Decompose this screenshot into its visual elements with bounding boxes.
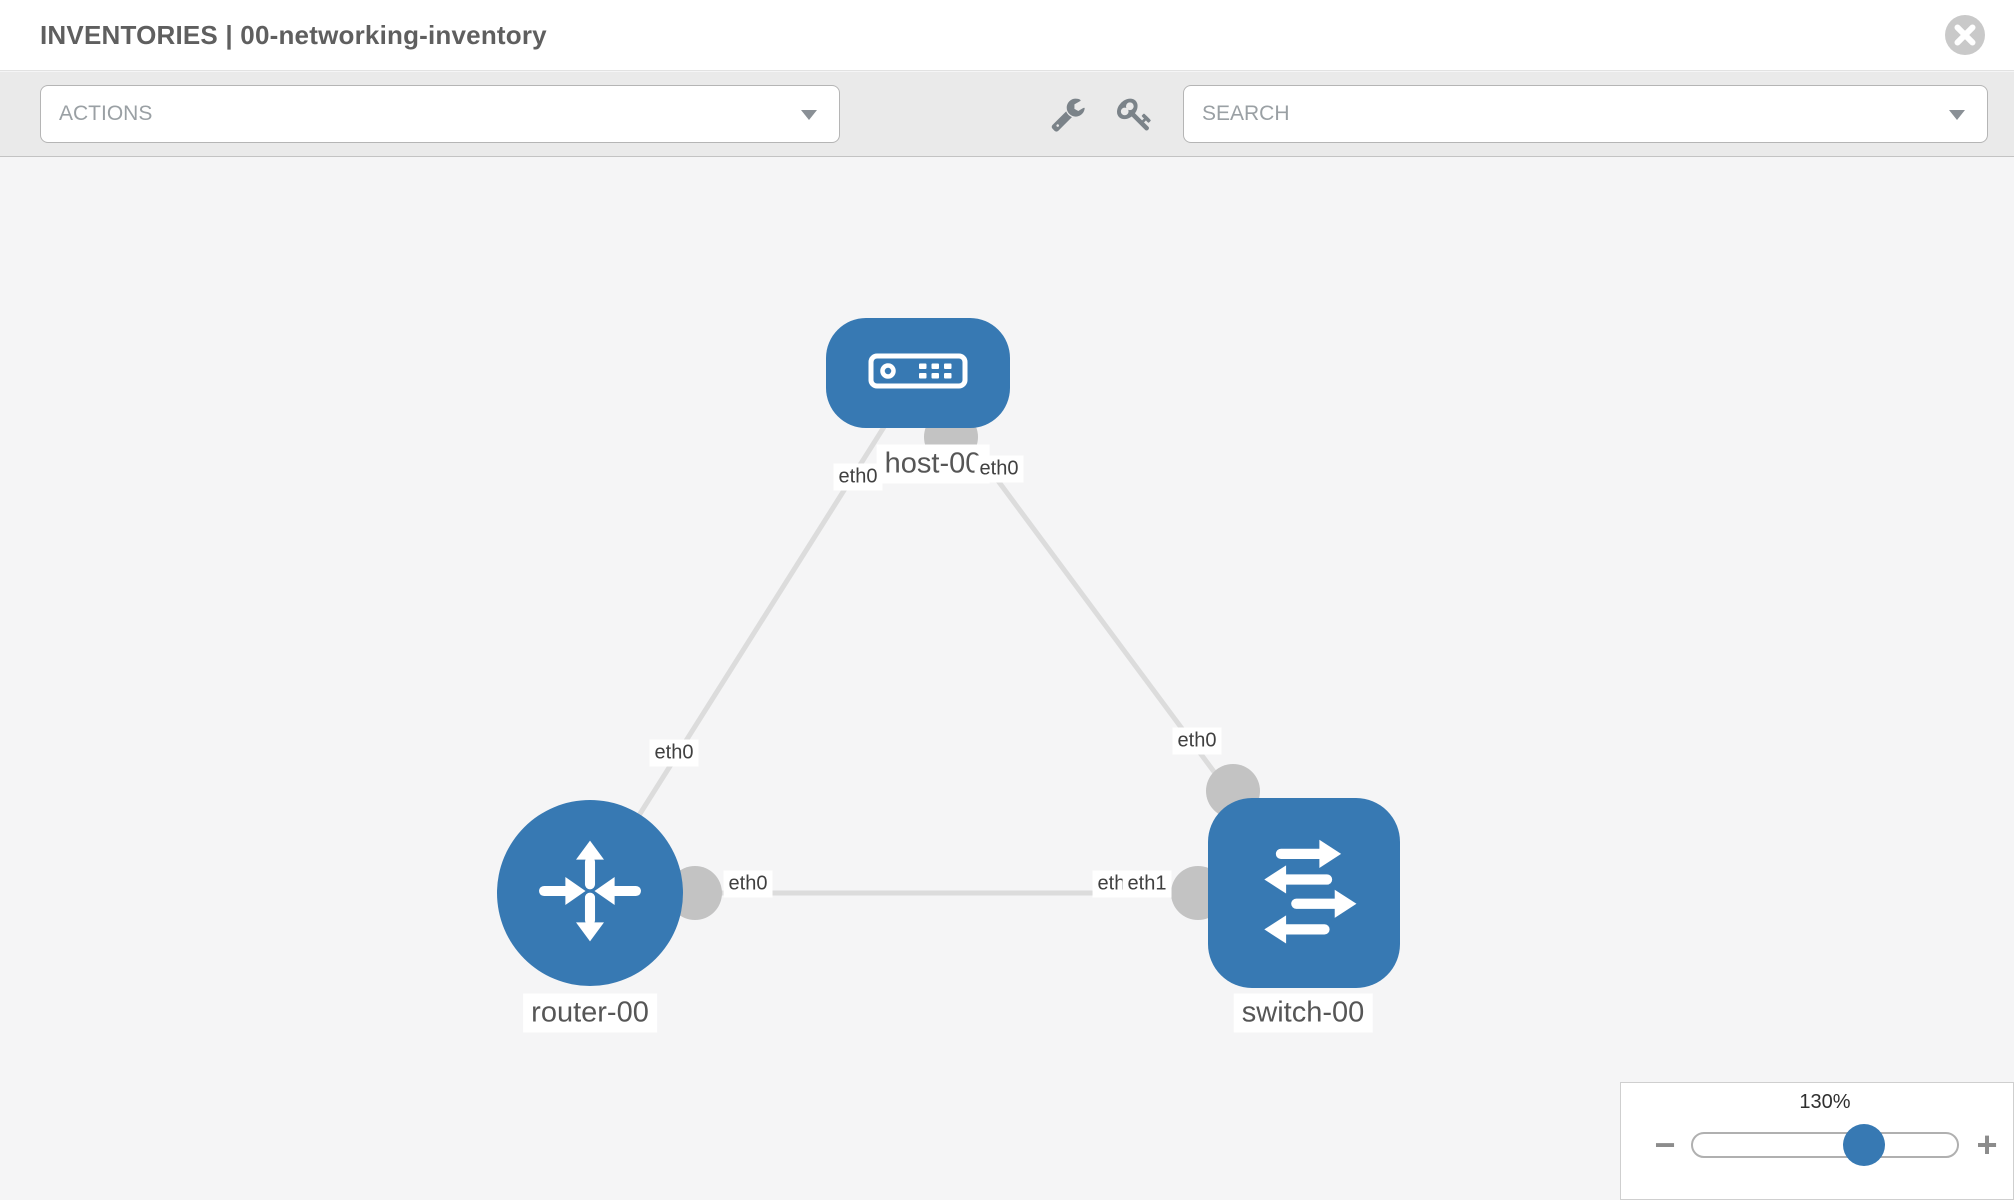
switch-icon [1240,827,1368,960]
topology-links-layer [587,371,1307,920]
link-host-router [587,371,921,895]
router-icon [534,835,646,952]
topology-canvas[interactable]: host-00 router-00 switch-00 eth0 eth0 et… [0,158,2014,1200]
key-icon [1117,98,1153,135]
interface-label: eth0 [649,739,699,767]
actions-dropdown[interactable]: ACTIONS [40,85,840,143]
close-button[interactable] [1944,14,1986,56]
zoom-out-button[interactable]: − [1645,1123,1685,1167]
caret-down-icon [801,110,817,120]
wrench-icon [1050,98,1086,135]
close-icon [1944,15,1986,59]
interface-label: eth0 [723,870,773,898]
actions-dropdown-label: ACTIONS [59,102,153,125]
interface-label: eth1 [1122,870,1172,898]
caret-down-icon [1949,110,1965,120]
zoom-slider-thumb[interactable] [1843,1124,1885,1166]
key-button[interactable] [1117,96,1153,132]
node-host-00[interactable] [826,318,1010,428]
interface-label: eth0 [833,463,883,491]
search-dropdown[interactable]: SEARCH [1183,85,1988,143]
zoom-control-panel: 130% − + [1620,1082,2014,1200]
interface-label: eth0 [1172,727,1222,755]
interface-label: eth0 [974,455,1024,483]
page-title: INVENTORIES | 00-networking-inventory [40,20,547,50]
zoom-slider[interactable] [1691,1132,1959,1158]
node-label-host: host-00 [876,444,990,484]
node-label-router: router-00 [523,993,657,1033]
node-router-00[interactable] [497,800,683,986]
zoom-in-button[interactable]: + [1967,1123,2007,1167]
header: INVENTORIES | 00-networking-inventory [0,0,2014,71]
server-icon [868,352,968,395]
node-switch-00[interactable] [1208,798,1400,988]
search-dropdown-label: SEARCH [1202,102,1290,125]
wrench-button[interactable] [1050,96,1086,132]
node-label-switch: switch-00 [1233,993,1373,1033]
toolbar: ACTIONS SEARCH [0,72,2014,157]
zoom-level-value: 130% [1799,1091,1851,1113]
